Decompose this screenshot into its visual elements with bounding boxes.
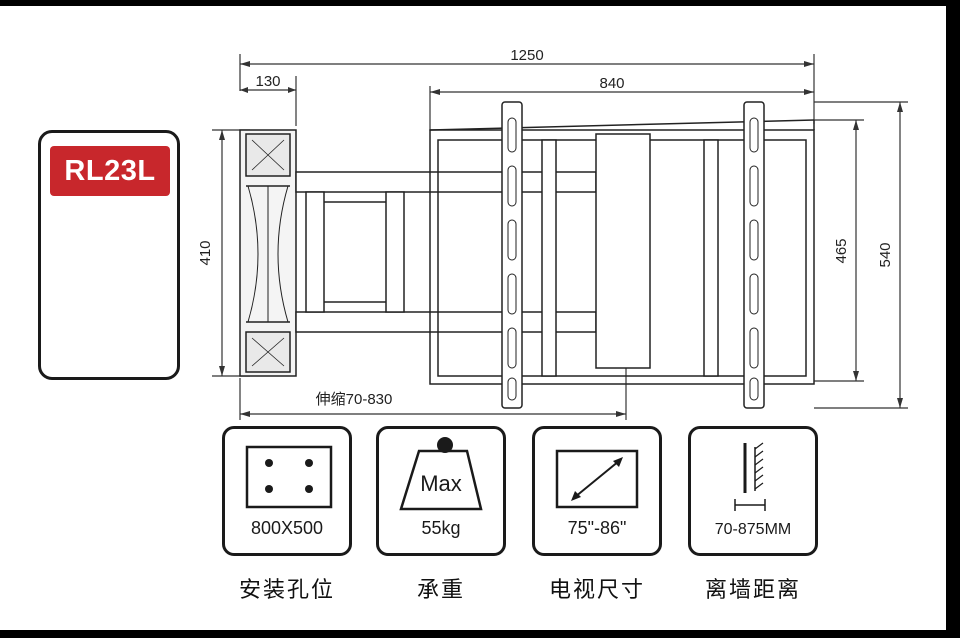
dim-wall-plate-height: 410 [197,240,214,265]
rail-slots [507,117,759,401]
wall-distance-icon [734,442,766,511]
spec-caption-load: 承重 [416,578,465,603]
spec-value-wall-distance: 70-875MM [714,521,792,538]
spec-caption-vesa: 安装孔位 [238,578,335,603]
max-load-text: Max [420,471,462,496]
spec-value-vesa: 800X500 [250,518,324,538]
dim-bracket-outer-height: 540 [877,242,894,267]
spec-value-tv-size: 75"-86" [567,518,627,538]
vesa-holes-icon [245,445,333,509]
wall-plate [239,129,297,377]
spec-card-tv-size: 75"-86" [532,426,662,556]
vertical-rails [501,101,765,409]
dim-wall-plate-width: 130 [255,73,280,90]
model-label: RL23L [50,146,170,196]
dim-bracket-inner-height: 465 [833,238,850,263]
spec-caption-tv-size: 电视尺寸 [548,578,645,603]
spec-card-vesa: 800X500 [222,426,352,556]
spec-card-load: Max 55kg [376,426,506,556]
max-load-icon: Max [399,437,483,511]
model-badge: RL23L [38,130,180,380]
spec-value-load: 55kg [421,518,461,538]
bracket-technical-drawing: 1250 130 840 410 465 540 伸缩70-830 [197,47,908,420]
page-frame: 1250 130 840 410 465 540 伸缩70-830 [0,6,946,630]
spec-card-wall-distance: 70-875MM [688,426,818,556]
dim-overall-width: 1250 [510,47,543,64]
tv-size-icon [555,449,639,509]
dim-extension-range: 伸缩70-830 [316,391,393,408]
spec-caption-wall-distance: 离墙距离 [704,578,801,603]
dim-tv-bracket-width: 840 [599,75,624,92]
